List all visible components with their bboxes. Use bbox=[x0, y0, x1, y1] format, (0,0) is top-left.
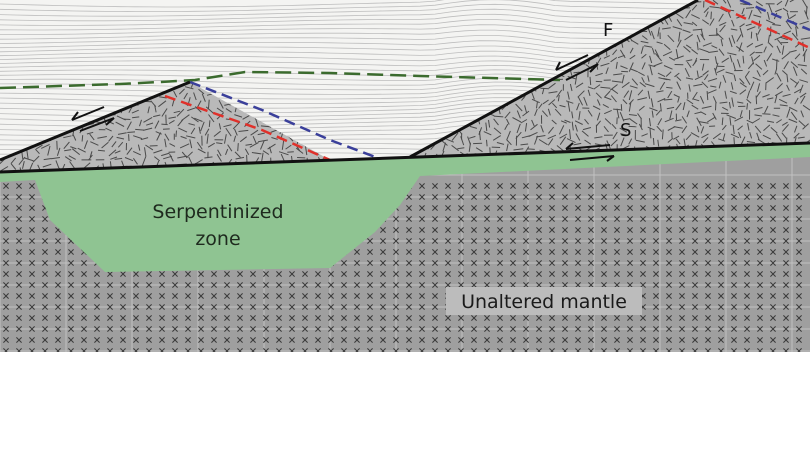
fault-line-left bbox=[0, 80, 191, 162]
mantle-label: Unaltered mantle bbox=[461, 291, 627, 313]
blue-horizon-dashed-left bbox=[189, 80, 379, 160]
serpentinized-zone-label-2: zone bbox=[195, 228, 240, 250]
mantle-label-box bbox=[446, 287, 642, 315]
green-horizon-dashed bbox=[0, 70, 561, 90]
serpentinized-zone-label: Serpentinized bbox=[152, 201, 283, 223]
shear-label-s: S bbox=[620, 120, 631, 141]
fault-label-f: F bbox=[603, 20, 613, 41]
detachment-fault-s bbox=[0, 141, 810, 174]
shear-arrows-icon bbox=[71, 54, 615, 162]
serpentinized-zone bbox=[0, 143, 810, 272]
red-horizon-dashed-left bbox=[164, 94, 331, 162]
fault-line-f bbox=[409, 0, 699, 159]
blue-horizon-dashed-right bbox=[739, 0, 810, 32]
red-horizon-dashed-right bbox=[704, 0, 810, 50]
